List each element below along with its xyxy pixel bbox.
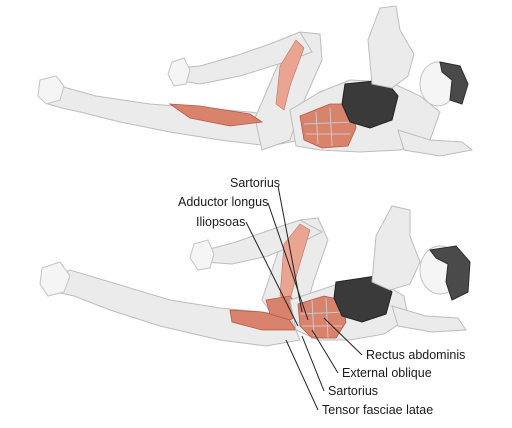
upper-raised-arm (367, 5, 415, 89)
upper-lower-arm (397, 129, 474, 157)
leader-tensor-fasciae-latae (285, 339, 319, 411)
lower-extended-foot (39, 261, 71, 297)
labels: Sartorius Adductor longus Iliopsoas Rect… (178, 176, 465, 417)
upper-extended-foot (37, 75, 65, 105)
upper-abs-lines (303, 107, 353, 147)
figure-upper-pose (37, 5, 474, 157)
leader-rectus-abdominis (323, 317, 363, 356)
upper-bent-foot (167, 57, 191, 87)
upper-sartorius-muscle (168, 103, 264, 127)
label-iliopsoas: Iliopsoas (196, 215, 245, 229)
label-sartorius-top: Sartorius (230, 176, 280, 190)
leader-lines (245, 185, 363, 411)
leader-sartorius-bottom (301, 335, 325, 392)
upper-extended-leg (47, 85, 301, 147)
lower-raised-arm (371, 205, 421, 291)
label-external-oblique: External oblique (342, 366, 432, 380)
lower-hair (429, 245, 471, 301)
figure-lower-pose (39, 205, 471, 347)
leader-iliopsoas (245, 221, 299, 327)
lower-thigh-muscle (279, 223, 311, 301)
lower-bent-foot (189, 239, 215, 271)
upper-thigh-muscle (275, 39, 305, 111)
leader-external-oblique (311, 329, 339, 374)
leader-adductor-longus (267, 202, 309, 321)
lower-extended-leg (55, 269, 301, 347)
label-tensor-fasciae-latae: Tensor fasciae latae (322, 403, 433, 417)
lower-lower-arm (391, 305, 467, 333)
upper-hair (439, 61, 469, 105)
label-adductor-longus: Adductor longus (178, 195, 268, 209)
upper-abdominals (299, 103, 357, 149)
lower-abs-lines (299, 297, 345, 339)
label-sartorius-bottom: Sartorius (328, 384, 378, 398)
label-rectus-abdominis: Rectus abdominis (366, 348, 465, 362)
